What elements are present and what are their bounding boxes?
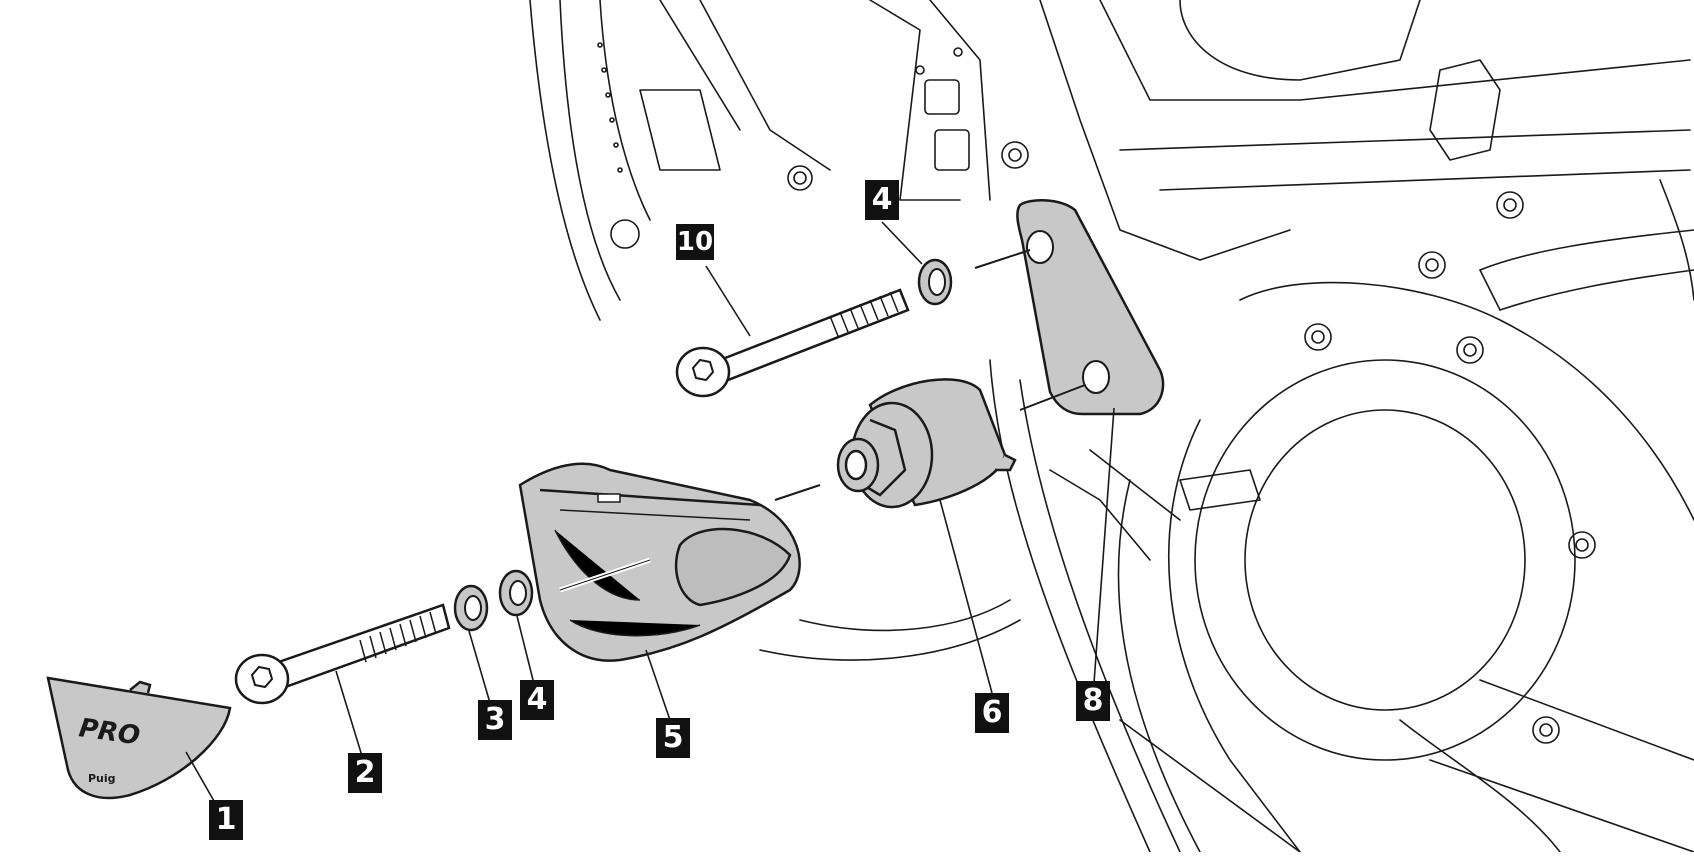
part-10-bolt [675,288,910,398]
callout-4-upper: 4 [865,180,899,220]
part-3-washer [453,584,489,632]
callout-1: 1 [209,800,243,840]
part-6-slider [836,378,1017,509]
assembly-guide-lines [774,249,1086,501]
callout-4-lower: 4 [520,680,554,720]
callout-5: 5 [656,718,690,758]
brand-text: Puig [88,772,116,785]
part-4-washer-lower [498,569,534,617]
callout-3: 3 [478,700,512,740]
part-4-washer-upper [917,258,953,306]
callout-6: 6 [975,693,1009,733]
part-1-end-cap: PRO Puig [46,676,232,800]
part-5-housing [518,462,801,662]
leader-lines [185,221,1115,809]
callout-2: 2 [348,753,382,793]
engine-bolts [1304,191,1596,744]
callout-10: 10 [676,224,714,260]
motorcycle-background [529,0,1694,853]
part-8-bracket [1016,199,1165,416]
part-2-bolt [234,603,451,705]
callout-8: 8 [1076,681,1110,721]
